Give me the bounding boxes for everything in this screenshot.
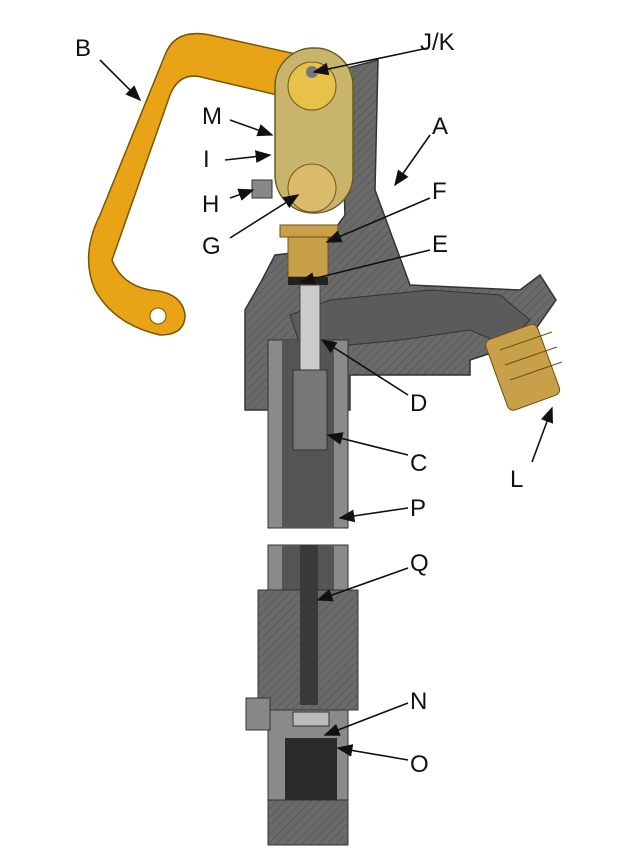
label-m: M <box>202 103 222 130</box>
leader-a <box>394 134 431 187</box>
label-o: O <box>410 751 429 778</box>
bolt-h <box>251 179 273 199</box>
operating-rod <box>299 284 321 376</box>
inlet-thread <box>267 799 349 846</box>
label-l: L <box>510 466 523 493</box>
leader-g <box>229 194 300 239</box>
rod-coupling <box>292 369 328 451</box>
leader-o <box>336 744 409 761</box>
leader-d <box>320 339 409 396</box>
leader-m <box>229 119 274 137</box>
label-h: H <box>202 191 219 218</box>
leader-l <box>531 406 554 463</box>
leader-f <box>325 197 431 243</box>
label-a: A <box>432 113 448 140</box>
packing-nut <box>279 224 339 238</box>
hose-connector <box>485 323 563 411</box>
plunger-washer <box>292 711 330 727</box>
label-d: D <box>410 390 427 417</box>
leader-q <box>316 567 409 602</box>
leader-n <box>323 702 409 736</box>
label-jk: J/K <box>420 29 455 56</box>
leader-c <box>326 432 409 456</box>
leader-h <box>229 188 255 201</box>
label-n: N <box>410 688 427 715</box>
leader-i <box>224 150 272 163</box>
label-c: C <box>410 450 427 477</box>
label-g: G <box>202 233 221 260</box>
o-ring <box>288 277 328 285</box>
leader-jk <box>312 47 429 76</box>
pin-g <box>287 163 337 213</box>
leader-p <box>338 507 409 523</box>
rod-lower <box>300 545 318 705</box>
label-i: I <box>203 146 210 173</box>
packing-gland <box>287 236 329 278</box>
label-f: F <box>432 178 447 205</box>
label-q: Q <box>410 550 429 577</box>
handle-hole <box>149 307 167 325</box>
handle <box>87 32 301 336</box>
leader-e <box>298 249 431 285</box>
label-p: P <box>410 495 426 522</box>
label-e: E <box>432 231 448 258</box>
drain-port <box>245 697 271 731</box>
label-b: B <box>75 35 91 62</box>
leader-b <box>99 59 142 102</box>
